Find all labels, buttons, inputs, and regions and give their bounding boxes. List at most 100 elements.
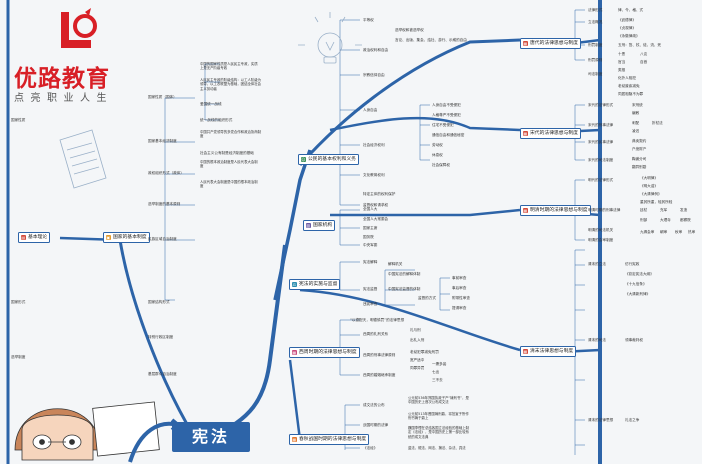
branch-label[interactable]: 清末的司法 [588,338,606,342]
branch-label[interactable]: 宗教信仰自由 [363,73,385,77]
section-state-basic-system[interactable]: ▣国家的基本制度 [103,232,150,243]
detail-text: 社会保障权 [432,163,450,167]
branch-label[interactable]: 国家结构形式 [148,300,170,304]
branch-label[interactable]: 宋代的刑事法律 [588,123,614,127]
branch-label[interactable]: 政权组织形式（政体） [148,171,184,175]
detail-text: 三不去 [432,378,443,382]
detail-text: 同居相隐不为罪 [618,92,644,96]
branch-label[interactable]: 国家主席 [363,226,378,230]
briefcase-icon: ▣ [105,234,112,241]
main-branch-line [288,359,302,441]
section-song-law[interactable]: ▦宋代的法律思想与制度 [520,128,581,139]
branch-label[interactable]: 宪法监督 [363,287,378,291]
branch-label[interactable]: 社会经济权利 [363,143,385,147]
gavel-icon: ⚖ [291,281,298,288]
branch-label[interactable]: 宪法解释 [363,260,378,264]
branch-label[interactable]: 宋代的法律形式 [588,103,614,107]
detail-text: 刑部 [640,218,648,222]
branch-label[interactable]: 宋代的司法制度 [588,158,614,162]
branch-label[interactable]: 司法制度 [588,72,603,76]
detail-text: 礼法之争 [625,418,640,422]
branch-label[interactable]: 选举制度的基本原则 [148,202,181,206]
branch-label[interactable]: 国家性质（国体） [148,95,177,99]
detail-text: 朝审 [660,230,668,234]
detail-text: 宽严适中 [410,358,425,362]
section-citizen-rights[interactable]: ☺公民的基本权利和义务 [298,154,359,165]
section-tang-law[interactable]: ▦唐代的法律思想与制度 [520,38,581,49]
branch-label[interactable]: 战国时期的法律 [363,423,389,427]
branch-label[interactable]: 刑罚原则 [588,58,603,62]
detail-text: 中国的国家性质是人民民主专政，实质上是无产阶级专政 [200,62,258,71]
branch-label[interactable]: 法律形式 [588,8,603,12]
detail-text: 户绝财产 [632,147,647,151]
branch-label[interactable]: 成文法的公布 [363,403,385,407]
root-topic[interactable]: 宪法 [172,422,250,452]
detail-text: 人身自由不受侵犯 [432,103,461,107]
branch-label[interactable]: 明清的司法机关 [588,228,614,232]
detail-text: 充军 [660,208,668,212]
branch-label[interactable]: 立法概况 [588,20,603,24]
branch-label[interactable]: 西周的礼刑关系 [363,332,389,336]
detail-text: 编敕 [632,111,640,115]
detail-text: 住宅不受侵犯 [432,123,454,127]
branch-label[interactable]: 平等权 [363,18,374,22]
branch-label[interactable]: “以德配天，明德慎罚”的法律思想 [350,318,405,322]
branch-label[interactable]: 明清时期的刑事法律 [588,208,621,212]
detail-text: 仿行宪政 [625,262,640,266]
branch-label[interactable]: 国家形式 [11,300,26,304]
branch-label[interactable]: 监督权和请求权 [363,203,389,207]
branch-label[interactable]: 国家性质 [11,118,26,122]
section-constitution-implementation[interactable]: ⚖宪法的实施与监督 [289,279,341,290]
section-state-organs[interactable]: ▥国家机构 [303,220,336,231]
branch-label[interactable]: 文化教育权利 [363,173,385,177]
branch-label[interactable]: 刑罚制度 [588,43,603,47]
section-qing-late[interactable]: ▦清末法律思想与制度 [520,346,577,357]
branch-label[interactable]: 明清的会审制度 [588,238,614,242]
people-icon: ☺ [300,156,307,163]
scroll-icon: ▦ [522,207,529,214]
detail-text: 《贞观律》 [618,26,636,30]
detail-text: 劳动权 [432,143,443,147]
detail-text: 一妻多妾 [432,362,447,366]
detail-text: 事后审查 [452,286,467,290]
detail-text: 秋审 [675,230,683,234]
detail-text: 类推 [618,68,626,72]
main-branch-line [329,116,521,132]
branch-label[interactable]: 中央军委 [363,243,378,247]
branch-label[interactable]: 人身自由 [363,108,378,112]
branch-label[interactable]: 清末的法律思想 [588,418,614,422]
section-spring-autumn[interactable]: ▦春秋战国时期的法律思想与制度 [289,434,370,445]
detail-text: 八议 [640,52,648,56]
branch-label[interactable]: 特别行政区制度 [148,335,174,339]
branch-label[interactable]: 基层群众自治制度 [148,372,177,376]
detail-text: 《大清新刑律》 [625,292,651,296]
branch-label[interactable]: 国家基本经济制度 [148,139,177,143]
section-western-zhou[interactable]: ▦西周时期的法律思想与制度 [289,347,360,358]
branch-label[interactable]: 特定主体的权利保护 [363,192,396,196]
brand-name: 优路教育 [14,66,110,92]
branch-label[interactable]: 选举制度 [11,355,26,359]
branch-label[interactable]: 全国人大 [363,207,378,211]
detail-text: 老幼废疾减免 [618,84,640,88]
main-branch-line [299,288,521,352]
section-basic-theory[interactable]: ▤基本理论 [18,232,51,243]
branch-label[interactable]: 政治权利和自由 [363,48,389,52]
detail-text: 《大明律》 [640,176,658,180]
branch-label[interactable]: 西周的婚姻继承制度 [363,373,396,377]
branch-label[interactable]: 全国人大常委会 [363,217,389,221]
branch-label[interactable]: 明代的法律形式 [588,178,614,182]
detail-text: 休息权 [432,153,443,157]
branch-label[interactable]: 《法经》 [363,446,378,450]
branch-label[interactable]: 违宪审查 [363,302,378,306]
branch-label[interactable]: 民族区域自治制度 [148,237,177,241]
main-branch-line [210,244,287,439]
branch-label[interactable]: 清末的立法 [588,262,606,266]
branch-label[interactable]: 宋代的民事法律 [588,140,614,144]
branch-label[interactable]: 国务院 [363,235,374,239]
document-icon [59,129,107,189]
branch-label[interactable]: 西周的刑事法律原则 [363,353,396,357]
detail-text: 发遣 [680,208,688,212]
section-ming-law[interactable]: ▦明清时期的法律思想与制度 [520,205,591,216]
brand-logo-icon [61,8,97,48]
detail-text: 律、令、格、式 [618,8,644,12]
